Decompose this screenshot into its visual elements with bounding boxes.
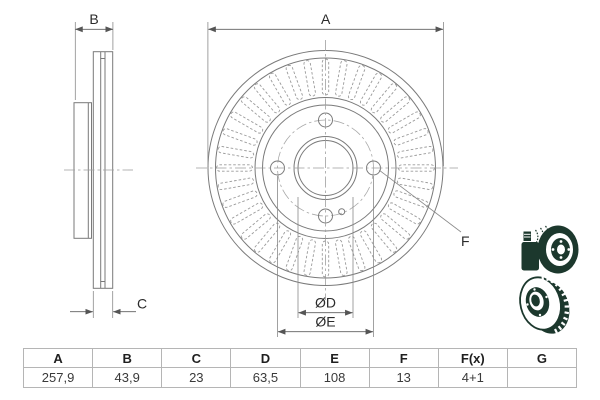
dimension-d-label: ØD <box>315 295 336 311</box>
callout-f: F <box>378 169 470 249</box>
callout-f-label: F <box>461 233 470 249</box>
table-header-d: D <box>230 348 301 368</box>
spray-coated-disc-icon <box>521 225 579 274</box>
table-header-row: A B C D E F F(x) G <box>22 348 578 368</box>
table-value-fx: 4+1 <box>437 367 508 388</box>
locating-pin-hole <box>338 208 346 216</box>
internally-vented-disc-icon <box>519 275 570 334</box>
dimension-a: A <box>207 11 444 166</box>
dimension-c-label: C <box>137 296 147 312</box>
dimensions-table: A B C D E F F(x) G 257,9 43,9 23 63,5 10… <box>22 348 578 388</box>
rim-vent-slots <box>541 275 570 334</box>
callout-f-leader <box>378 169 462 233</box>
table-value-g <box>506 367 578 388</box>
table-header-b: B <box>92 348 163 368</box>
table-value-a: 257,9 <box>22 367 94 388</box>
dimension-c: C <box>70 291 147 318</box>
front-view <box>196 40 458 300</box>
table-header-f: F <box>368 348 439 368</box>
dimension-b: B <box>74 11 114 100</box>
dimension-e-label: ØE <box>315 314 335 330</box>
table-header-fx: F(x) <box>437 348 508 368</box>
table-value-c: 23 <box>161 367 232 388</box>
vent-slots <box>216 58 435 278</box>
table-value-e: 108 <box>299 367 370 388</box>
table-value-row: 257,9 43,9 23 63,5 108 13 4+1 <box>22 367 578 388</box>
table-header-a: A <box>22 348 94 368</box>
vent-notch-bottom <box>100 281 106 289</box>
dimension-a-label: A <box>321 11 331 27</box>
table-header-e: E <box>299 348 370 368</box>
table-header-c: C <box>161 348 232 368</box>
table-value-d: 63,5 <box>230 367 301 388</box>
table-value-b: 43,9 <box>92 367 163 388</box>
table-header-g: G <box>506 348 578 368</box>
side-view-cross-section <box>64 51 133 289</box>
dimension-e: ØE <box>277 176 374 337</box>
hat-section <box>73 102 92 239</box>
table-value-f: 13 <box>368 367 439 388</box>
dimension-d: ØD <box>297 197 354 318</box>
vent-notch-top <box>100 51 106 59</box>
dimension-b-label: B <box>89 11 98 27</box>
technical-drawing: B C <box>64 11 579 337</box>
